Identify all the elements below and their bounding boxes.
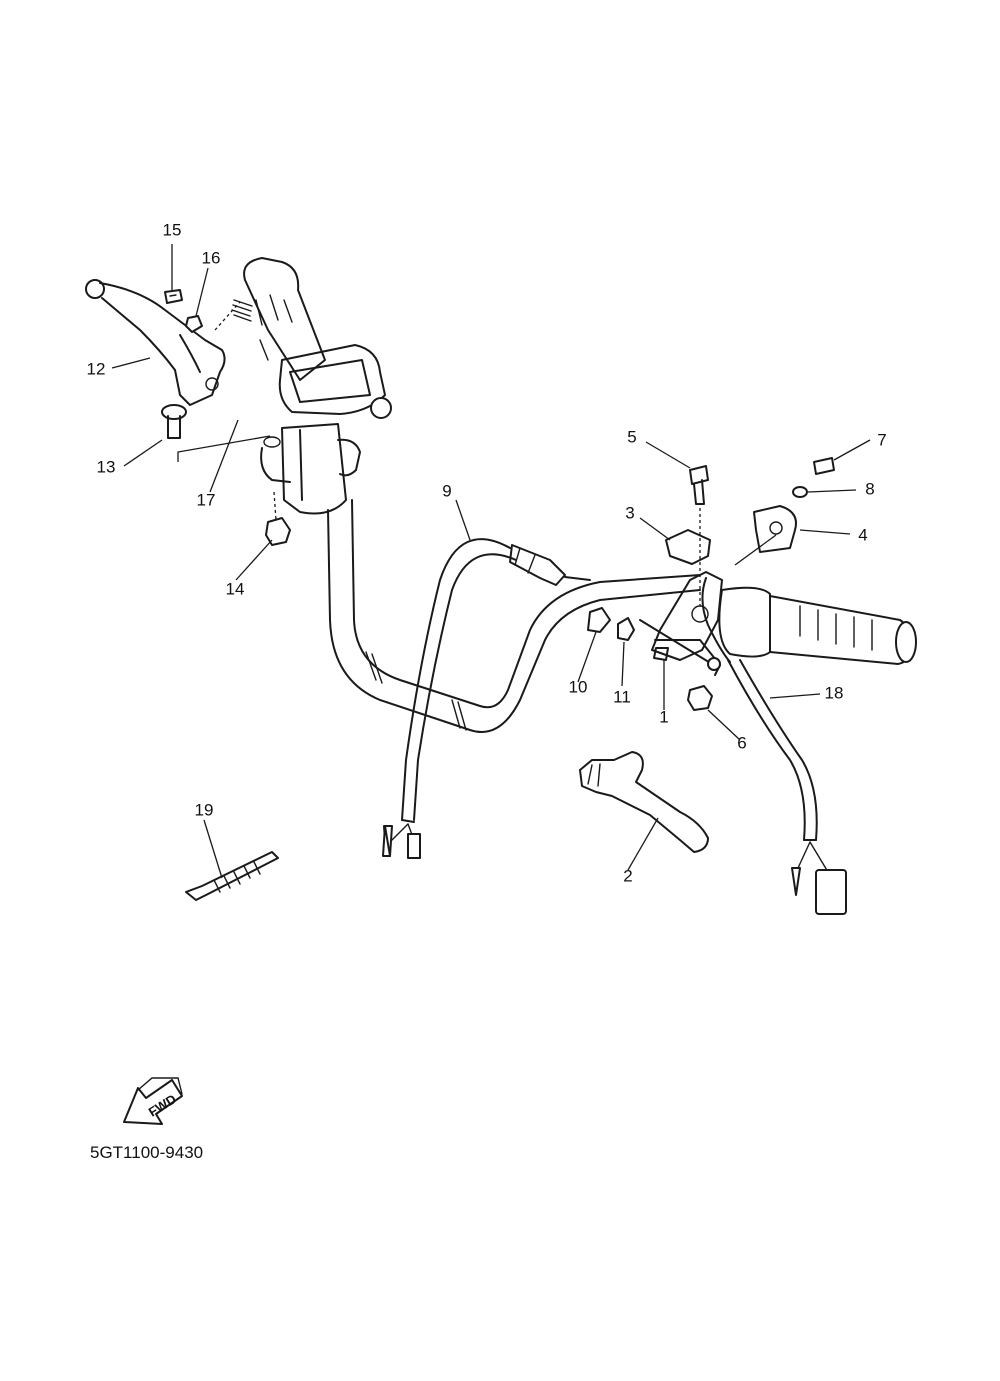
- fwd-arrow-icon: FWD: [123, 1077, 183, 1125]
- callout-17: 17: [197, 490, 216, 509]
- lever-left: [85, 279, 226, 406]
- bolt-15: [164, 289, 183, 304]
- callout-10: 10: [569, 677, 588, 696]
- switch-cable-9: [382, 538, 591, 859]
- master-cylinder: [260, 344, 392, 515]
- callout-1: 1: [659, 707, 668, 726]
- callout-18: 18: [825, 683, 844, 702]
- throttle-housing-3: [665, 529, 711, 565]
- callout-9: 9: [442, 481, 451, 500]
- clamp-10: [587, 607, 611, 633]
- lever-right: [579, 751, 709, 853]
- callout-4: 4: [858, 525, 867, 544]
- washer-8: [792, 486, 808, 498]
- left-grip: [243, 257, 326, 381]
- nut-6: [687, 685, 713, 711]
- nut-16: [185, 315, 203, 333]
- callout-15: 15: [163, 220, 182, 239]
- callout-13: 13: [97, 457, 116, 476]
- throttle-cable-18: [727, 659, 847, 915]
- diagram-code: 5GT1100-9430: [90, 1143, 203, 1162]
- spring-17: [231, 299, 253, 322]
- clamp-11: [617, 617, 635, 641]
- handlebar: [327, 499, 701, 733]
- callout-14: 14: [226, 579, 245, 598]
- callout-8: 8: [865, 479, 874, 498]
- housing-cover-4: [753, 505, 797, 553]
- callouts: 1 2 3 4 5 6 7 8 9 10 11 12 13 14 15 16 1…: [87, 220, 887, 885]
- callout-19: 19: [195, 800, 214, 819]
- callout-16: 16: [202, 248, 221, 267]
- callout-12: 12: [87, 359, 106, 378]
- lever-holder: [639, 571, 723, 676]
- right-grip: [701, 577, 917, 665]
- nut-14: [265, 517, 291, 546]
- callout-3: 3: [625, 503, 634, 522]
- screw-7: [813, 457, 835, 475]
- callout-7: 7: [877, 430, 886, 449]
- callout-11: 11: [613, 687, 631, 706]
- screw-5: [689, 465, 709, 505]
- cable-tie-19: [185, 851, 279, 901]
- callout-6: 6: [737, 733, 746, 752]
- callout-2: 2: [623, 866, 632, 885]
- callout-5: 5: [627, 427, 636, 446]
- bolt-13: [161, 404, 187, 439]
- leader-lines: [111, 244, 871, 879]
